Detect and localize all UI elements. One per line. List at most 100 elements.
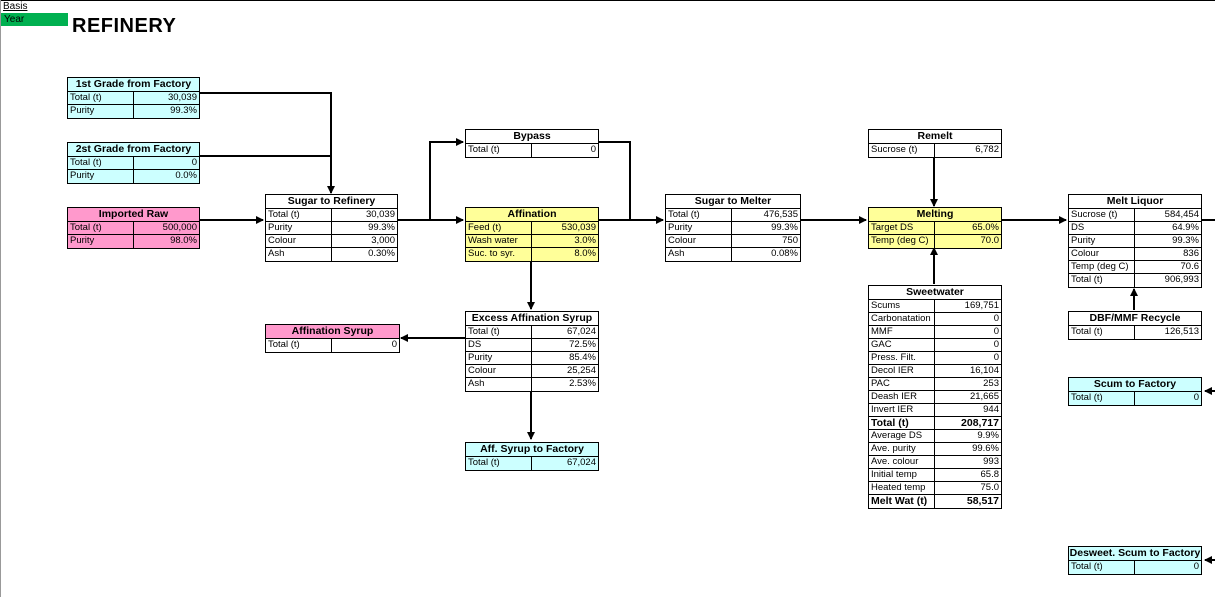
row-label[interactable]: PAC [869, 378, 935, 390]
row-value[interactable]: 72.5% [569, 339, 596, 350]
row-label[interactable]: Total (t) [466, 457, 532, 470]
row-value[interactable]: 906,993 [1164, 274, 1199, 285]
row-value[interactable]: 750 [782, 235, 798, 246]
row-value[interactable]: 99.6% [972, 443, 999, 454]
row-value[interactable]: 25,254 [566, 365, 596, 376]
row-value[interactable]: 9.9% [977, 430, 999, 441]
row-value[interactable]: 64.9% [1172, 222, 1199, 233]
row-label[interactable]: Ash [266, 248, 332, 261]
row-label[interactable]: Press. Filt. [869, 352, 935, 364]
row-value[interactable]: 0 [191, 157, 197, 168]
row-label[interactable]: Colour [466, 365, 532, 377]
row-value[interactable]: 0 [993, 339, 999, 350]
row-value[interactable]: 67,024 [566, 457, 596, 468]
row-value[interactable]: 0.30% [368, 248, 395, 259]
row-label[interactable]: Total (t) [466, 326, 532, 338]
row-value[interactable]: 65.0% [972, 222, 999, 233]
row-value[interactable]: 993 [983, 456, 999, 467]
row-label[interactable]: Carbonatation [869, 313, 935, 325]
row-value[interactable]: 99.3% [170, 105, 197, 116]
row-label[interactable]: Invert IER [869, 404, 935, 416]
row-value[interactable]: 70.0 [980, 235, 1000, 246]
row-value[interactable]: 99.3% [771, 222, 798, 233]
row-label[interactable]: MMF [869, 326, 935, 338]
row-label[interactable]: Total (t) [68, 92, 134, 104]
row-value[interactable]: 30,039 [167, 92, 197, 103]
row-label[interactable]: Total (t) [1069, 326, 1135, 339]
row-label[interactable]: Average DS [869, 430, 935, 442]
row-value[interactable]: 99.3% [1172, 235, 1199, 246]
row-label[interactable]: Purity [1069, 235, 1135, 247]
row-label[interactable]: Scums [869, 300, 935, 312]
row-label[interactable]: Suc. to syr. [466, 248, 532, 261]
row-label[interactable]: Total (t) [666, 209, 732, 221]
row-value[interactable]: 944 [983, 404, 999, 415]
row-value[interactable]: 3.0% [574, 235, 596, 246]
row-label[interactable]: Feed (t) [466, 222, 532, 234]
row-value[interactable]: 476,535 [763, 209, 798, 220]
row-label[interactable]: Total (t) [466, 144, 532, 157]
row-value[interactable]: 253 [983, 378, 999, 389]
row-label[interactable]: Colour [666, 235, 732, 247]
row-value[interactable]: 169,751 [964, 300, 999, 311]
row-value[interactable]: 0 [1193, 392, 1199, 403]
row-value[interactable]: 58,517 [966, 495, 999, 507]
row-label[interactable]: Decol IER [869, 365, 935, 377]
row-label[interactable]: Temp (deg C) [1069, 261, 1135, 273]
row-value[interactable]: 8.0% [574, 248, 596, 259]
row-value[interactable]: 0 [391, 339, 397, 350]
row-value[interactable]: 30,039 [365, 209, 395, 220]
row-label[interactable]: DS [1069, 222, 1135, 234]
year-cell[interactable]: Year [1, 13, 68, 26]
row-value[interactable]: 530,039 [561, 222, 596, 233]
row-label[interactable]: Total (t) [68, 222, 134, 234]
row-value[interactable]: 85.4% [569, 352, 596, 363]
row-label[interactable]: Sucrose (t) [1069, 209, 1135, 221]
row-value[interactable]: 126,513 [1164, 326, 1199, 337]
row-value[interactable]: 16,104 [969, 365, 999, 376]
row-value[interactable]: 0 [590, 144, 596, 155]
row-value[interactable]: 21,665 [969, 391, 999, 402]
row-value[interactable]: 0 [993, 326, 999, 337]
row-label[interactable]: Purity [266, 222, 332, 234]
row-value[interactable]: 0.08% [771, 248, 798, 259]
row-label[interactable]: Total (t) [266, 209, 332, 221]
row-value[interactable]: 75.0 [980, 482, 1000, 493]
row-label[interactable]: Purity [68, 235, 134, 248]
row-label[interactable]: DS [466, 339, 532, 351]
row-value[interactable]: 836 [1183, 248, 1199, 259]
row-label[interactable]: Total (t) [266, 339, 332, 352]
row-value[interactable]: 6,782 [975, 144, 999, 155]
row-label[interactable]: Deash IER [869, 391, 935, 403]
row-label[interactable]: Colour [1069, 248, 1135, 260]
row-label[interactable]: Total (t) [1069, 561, 1135, 574]
row-label[interactable]: Ash [466, 378, 532, 391]
row-label[interactable]: GAC [869, 339, 935, 351]
row-label[interactable]: Colour [266, 235, 332, 247]
row-label[interactable]: Purity [666, 222, 732, 234]
row-label[interactable]: Purity [466, 352, 532, 364]
row-label[interactable]: Wash water [466, 235, 532, 247]
row-label[interactable]: Target DS [869, 222, 935, 234]
row-label[interactable]: Total (t) [869, 417, 935, 429]
basis-link[interactable]: Basis [3, 1, 28, 12]
row-value[interactable]: 0 [1193, 561, 1199, 572]
row-value[interactable]: 2.53% [569, 378, 596, 389]
row-value[interactable]: 3,000 [371, 235, 395, 246]
row-label[interactable]: Temp (deg C) [869, 235, 935, 248]
row-value[interactable]: 208,717 [961, 417, 999, 429]
row-label[interactable]: Initial temp [869, 469, 935, 481]
row-label[interactable]: Total (t) [1069, 392, 1135, 405]
row-value[interactable]: 98.0% [170, 235, 197, 246]
row-value[interactable]: 500,000 [162, 222, 197, 233]
row-value[interactable]: 99.3% [368, 222, 395, 233]
row-label[interactable]: Total (t) [68, 157, 134, 169]
row-label[interactable]: Melt Wat (t) [869, 495, 935, 508]
row-label[interactable]: Ave. purity [869, 443, 935, 455]
row-value[interactable]: 65.8 [980, 469, 1000, 480]
row-label[interactable]: Total (t) [1069, 274, 1135, 287]
row-label[interactable]: Purity [68, 170, 134, 183]
row-label[interactable]: Ash [666, 248, 732, 261]
row-label[interactable]: Ave. colour [869, 456, 935, 468]
row-label[interactable]: Sucrose (t) [869, 144, 935, 157]
